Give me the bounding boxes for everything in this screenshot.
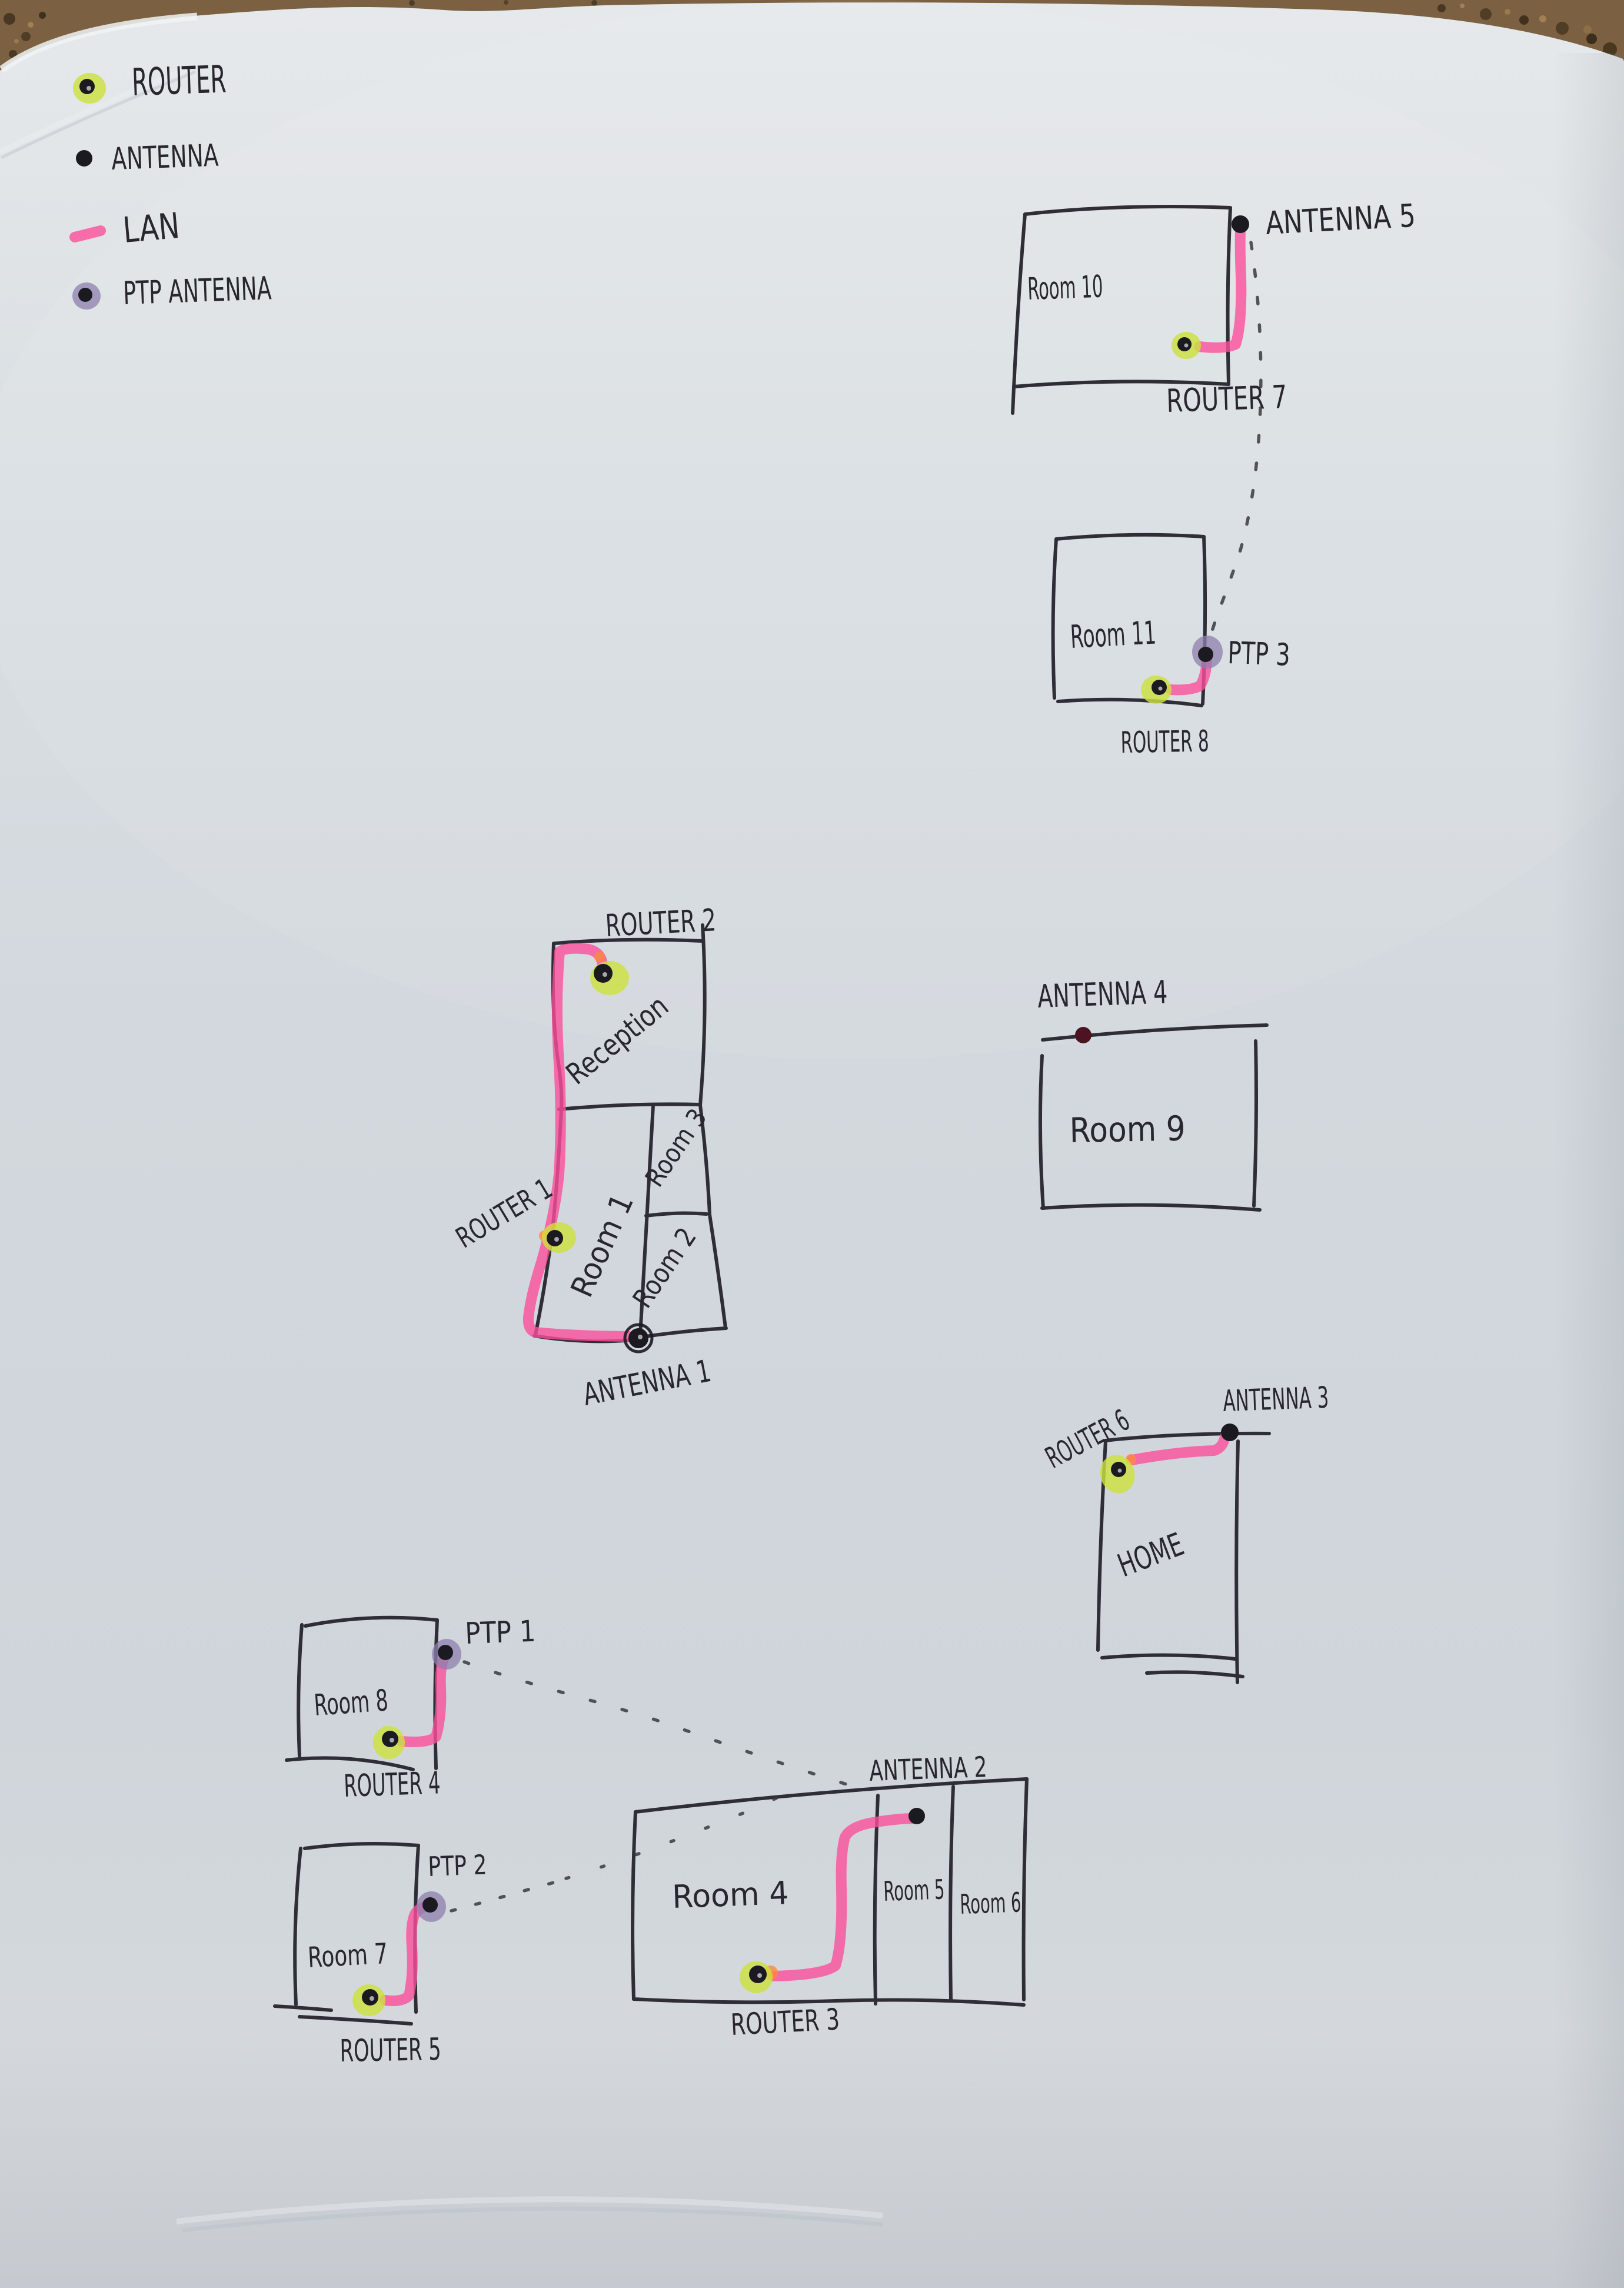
- antenna-2-icon: [908, 1808, 925, 1824]
- legend-router-icon: [73, 73, 106, 104]
- wireless-link-antenna5-ptp3: [1208, 241, 1263, 642]
- antenna-1-icon: [623, 1323, 654, 1353]
- label-antenna-5: ANTENNA 5: [1264, 197, 1416, 242]
- router-4-icon: [373, 1726, 405, 1759]
- legend-antenna-label: ANTENNA: [111, 138, 219, 177]
- paper-wrinkle-shadow: [182, 2206, 883, 2233]
- router-5-icon: [352, 1984, 385, 2016]
- label-room-9: Room 9: [1069, 1109, 1186, 1150]
- ptp-3-icon: [1192, 636, 1223, 669]
- label-room-8: Room 8: [313, 1683, 390, 1722]
- lan-cables: [69, 224, 1247, 2006]
- label-room-5: Room 5: [883, 1873, 945, 1907]
- label-room-7: Room 7: [307, 1937, 389, 1974]
- label-antenna-4: ANTENNA 4: [1037, 973, 1168, 1015]
- label-room-4: Room 4: [671, 1874, 789, 1915]
- router-8-icon: [1141, 676, 1172, 704]
- rooms-4-5-6-walls: [631, 1777, 1029, 2007]
- label-router-4: ROUTER 4: [343, 1765, 441, 1804]
- lan-router3-antenna2: [768, 1813, 920, 1981]
- paper-crease-shadow: [0, 70, 196, 159]
- legend-lan-swatch: [69, 225, 106, 242]
- wireless-links: [450, 241, 1263, 1913]
- legend-router-label: ROUTER: [131, 58, 227, 105]
- label-router-8: ROUTER 8: [1120, 724, 1209, 760]
- wireless-link-ptp1-antenna2: [462, 1660, 860, 1790]
- room-outlines: [273, 205, 1271, 2026]
- label-antenna-2: ANTENNA 2: [868, 1751, 987, 1788]
- router-7-icon: [1172, 332, 1201, 359]
- label-room-6: Room 6: [959, 1886, 1021, 1920]
- antenna-5-icon: [1232, 215, 1249, 233]
- lan-router7-antenna5: [1194, 224, 1247, 353]
- lan-router4-ptp1: [396, 1651, 450, 1747]
- label-ptp-3: PTP 3: [1227, 636, 1291, 673]
- legend-antenna-icon: [76, 150, 92, 167]
- paper-wrinkle-highlight: [176, 2196, 883, 2224]
- label-room-10: Room 10: [1027, 270, 1103, 307]
- router-2-icon: [590, 961, 629, 995]
- router-2-orange-tip: [594, 952, 605, 962]
- label-router-5: ROUTER 5: [340, 2032, 441, 2069]
- router-1-icon: [542, 1222, 576, 1253]
- devices: [72, 73, 1249, 2016]
- antenna-3-icon: [1221, 1424, 1239, 1441]
- label-antenna-3: ANTENNA 3: [1222, 1381, 1329, 1418]
- legend-lan-label: LAN: [121, 205, 181, 251]
- lan-router2-antenna1: [523, 943, 634, 1342]
- label-router-3: ROUTER 3: [730, 2002, 841, 2042]
- room-10-walls: [1011, 205, 1232, 415]
- paper-bottom-shadow: [0, 2030, 1624, 2288]
- label-router-2: ROUTER 2: [605, 903, 717, 944]
- room-9-walls: [1038, 1023, 1269, 1212]
- label-ptp-2: PTP 2: [427, 1849, 487, 1883]
- ptp-1-icon: [432, 1639, 461, 1670]
- legend-ptp-antenna-icon: [72, 282, 101, 310]
- paper-light-sheen: [0, 0, 1624, 1059]
- paper-right-shadow: [1553, 53, 1624, 2288]
- paper-edge-highlight: [0, 12, 198, 73]
- router-3-icon: [740, 1961, 773, 1993]
- lan-router6-antenna3: [1127, 1429, 1232, 1465]
- room-8-walls: [285, 1615, 439, 1771]
- ptp-2-icon: [417, 1891, 446, 1922]
- label-room-11: Room 11: [1069, 614, 1157, 656]
- wireless-link-ptp2: [450, 1879, 562, 1913]
- antenna-4-icon: [1075, 1027, 1091, 1043]
- paper-crease-highlight: [0, 63, 195, 155]
- router-6-icon: [1100, 1455, 1135, 1494]
- legend-ptp-label: PTP ANTENNA: [122, 270, 272, 312]
- label-router-7: ROUTER 7: [1166, 378, 1287, 420]
- label-ptp-1: PTP 1: [464, 1614, 536, 1651]
